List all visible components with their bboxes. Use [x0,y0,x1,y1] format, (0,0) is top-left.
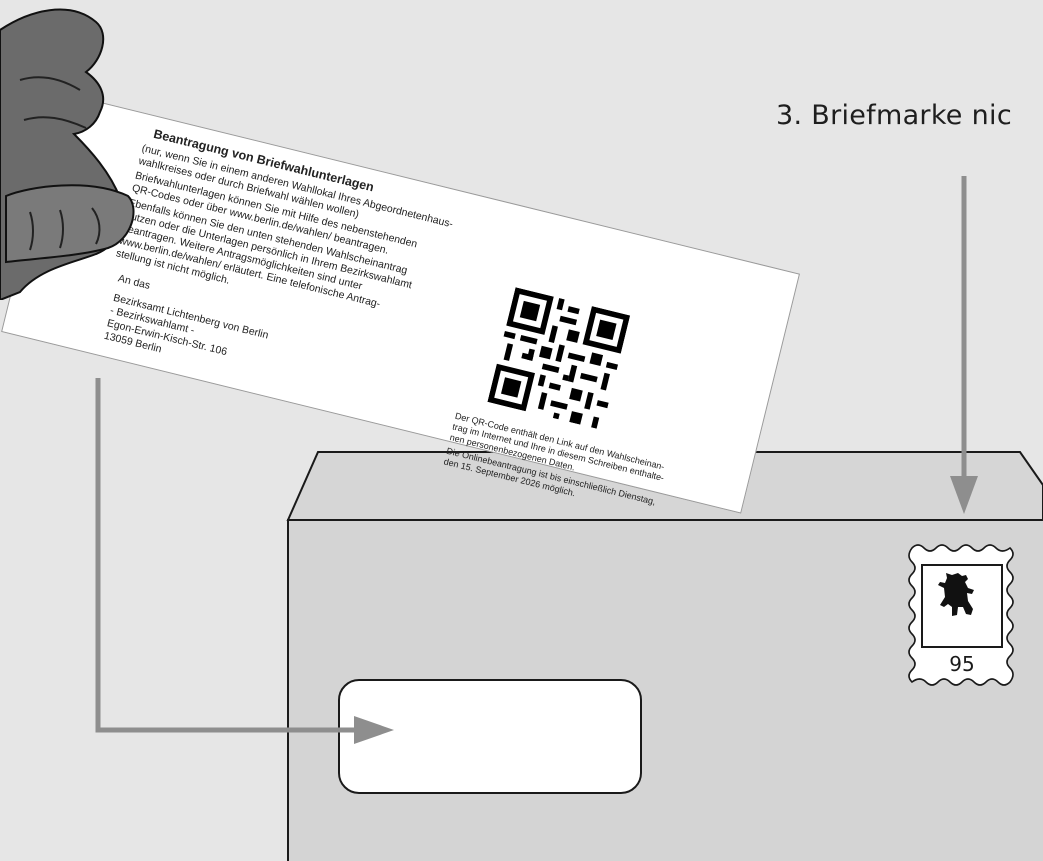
step-label: 3. Briefmarke nic [776,100,1012,131]
qr-code-icon [487,287,630,430]
envelope-window [339,680,641,793]
stamp-value: 95 [922,652,1002,676]
hand-icon [0,0,200,300]
